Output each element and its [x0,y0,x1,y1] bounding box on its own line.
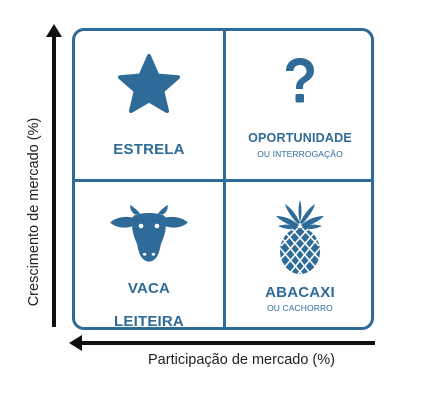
quadrant-estrela-title: ESTRELA [113,141,185,158]
quadrant-oportunidade-title: OPORTUNIDADE [248,131,352,145]
quadrant-vaca-leiteira: VACA LEITEIRA [75,182,223,330]
matrix-horizontal-divider [75,179,371,182]
quadrant-oportunidade-subtitle: OU INTERROGAÇÃO [257,149,343,159]
star-icon [118,54,180,113]
quadrant-oportunidade: OPORTUNIDADE OU INTERROGAÇÃO [226,31,371,179]
quadrant-estrela: ESTRELA [75,31,223,179]
question-mark-icon [286,58,314,103]
y-axis-line [52,34,56,327]
x-axis-arrowhead [69,335,82,351]
x-axis-label: Participação de mercado (%) [148,352,335,368]
quadrant-abacaxi-title: ABACAXI [265,284,335,301]
y-axis-arrowhead [46,24,62,37]
y-axis-label: Crescimento de mercado (%) [26,117,42,307]
cow-icon [110,204,188,262]
quadrant-abacaxi-subtitle: OU CACHORRO [267,303,333,313]
quadrant-abacaxi: ABACAXI OU CACHORRO [226,182,371,327]
quadrant-vaca-leiteira-title-line1: VACA [127,280,171,297]
quadrant-vaca-leiteira-title-line2: LEITEIRA [114,313,184,330]
pineapple-icon [276,200,324,275]
bcg-matrix: ESTRELA OPORTUNIDADE OU INTERROGAÇÃO VAC… [72,28,374,330]
x-axis-line [80,341,375,345]
